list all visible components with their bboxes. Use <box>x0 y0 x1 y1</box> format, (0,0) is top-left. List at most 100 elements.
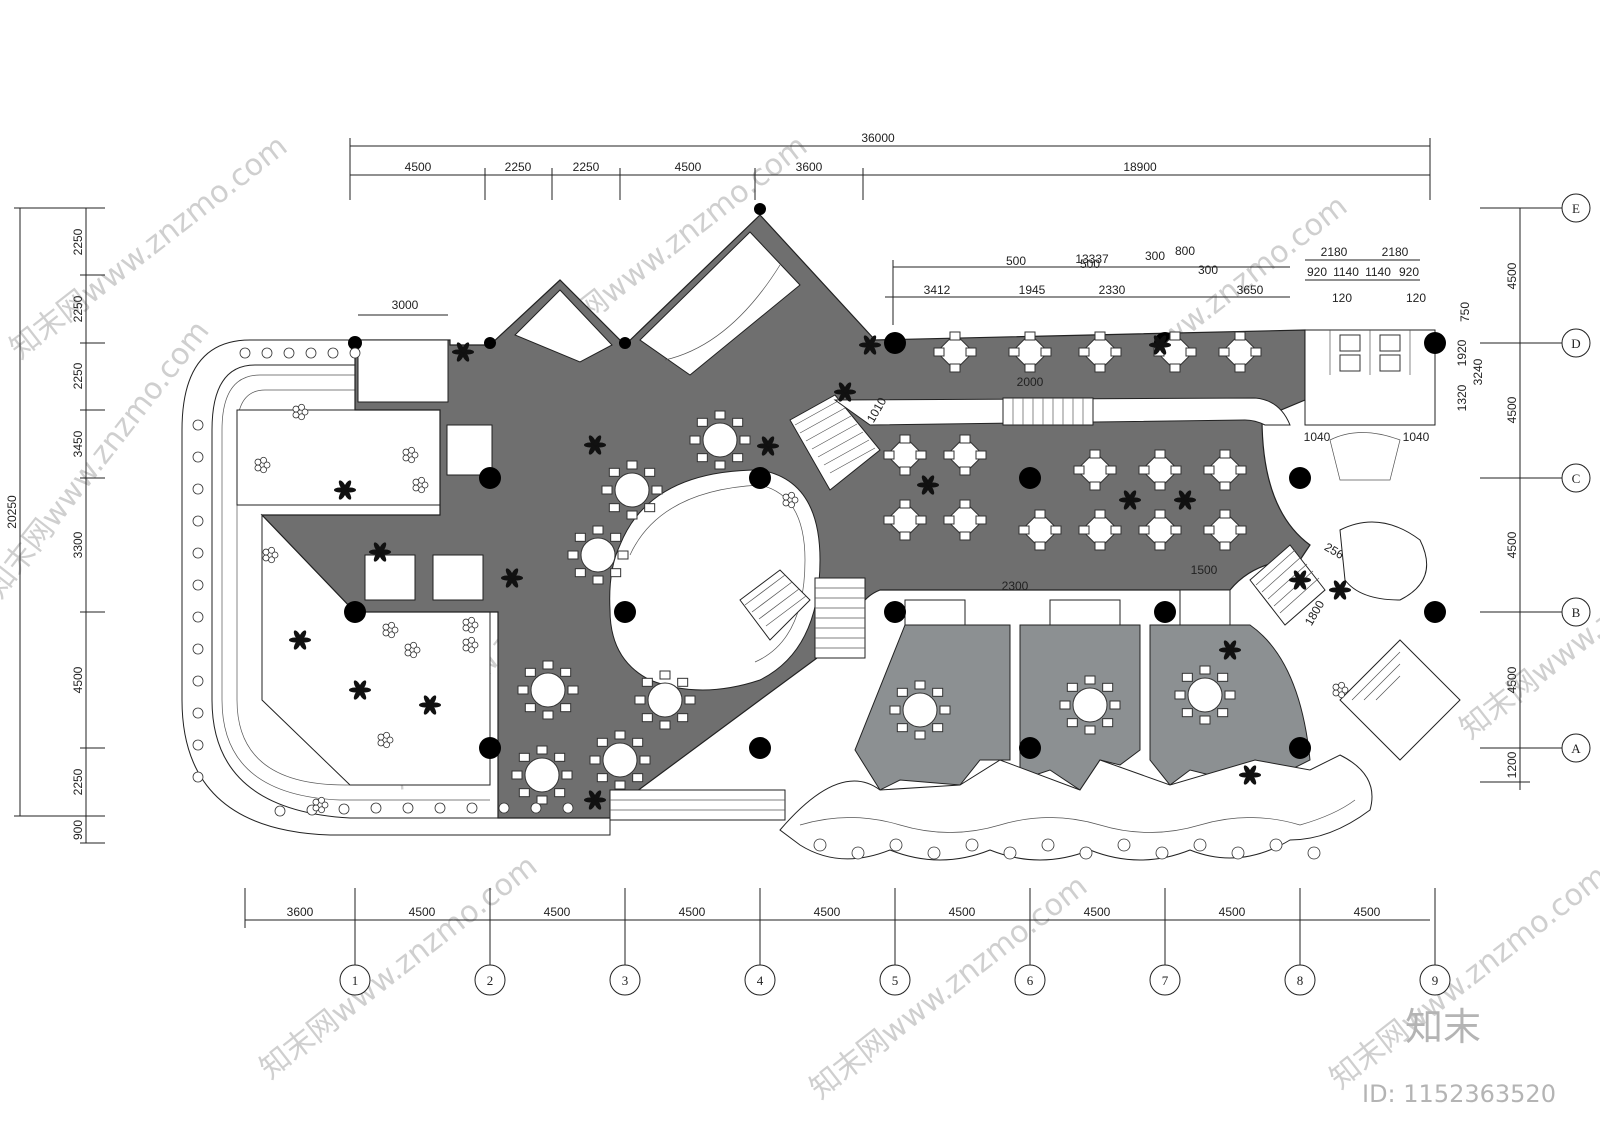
flower-plant <box>782 491 799 509</box>
dim-left: 900 <box>71 820 85 840</box>
dim-bottom: 4500 <box>1219 905 1246 919</box>
shrub <box>434 802 446 814</box>
shrub <box>239 347 251 359</box>
flower-plant <box>312 796 329 814</box>
dim-left: 3300 <box>71 531 85 558</box>
shrub <box>192 707 204 719</box>
palm-plant <box>834 382 856 402</box>
dim-bottom: 3600 <box>287 905 314 919</box>
square-dining-table <box>1203 449 1247 491</box>
dim-right: 4500 <box>1505 396 1519 423</box>
dim-left-overall: 20250 <box>5 495 19 529</box>
shrub <box>349 347 361 359</box>
dim-bottom: 4500 <box>1354 905 1381 919</box>
round-dining-table <box>634 670 696 730</box>
shrub <box>851 846 865 860</box>
staircase <box>789 394 881 491</box>
palm-plant <box>419 695 441 715</box>
shrub <box>562 802 574 814</box>
shrub <box>192 483 204 495</box>
palm-plant <box>584 790 606 810</box>
shrub <box>813 838 827 852</box>
dim-toilet: 920 <box>1307 265 1327 279</box>
right-dimension-lines: 4500 4500 4500 4500 1200 E D C B A <box>1480 193 1591 790</box>
flower-plant <box>462 616 479 634</box>
shrub <box>530 802 542 814</box>
shrub <box>1193 838 1207 852</box>
dim-toilet: 750 <box>1458 302 1472 322</box>
square-dining-table <box>1018 509 1062 551</box>
shrub <box>1231 846 1245 860</box>
shrub <box>1117 838 1131 852</box>
dim-bottom: 4500 <box>949 905 976 919</box>
shrub <box>1079 846 1093 860</box>
column-axis-label: 1 <box>352 973 359 988</box>
watermark-text: 知末网www.znzmo.com <box>253 848 544 1086</box>
square-dining-table <box>883 434 927 476</box>
dim-toilet: 3240 <box>1471 358 1485 385</box>
palm-plant <box>1174 490 1196 510</box>
dim-sub: 3412 <box>924 283 951 297</box>
dim-toilet: 2180 <box>1382 245 1409 259</box>
dim-top: 2250 <box>505 160 532 174</box>
dim-top: 18900 <box>1123 160 1157 174</box>
flower-plant <box>377 731 394 749</box>
palm-plant <box>1119 490 1141 510</box>
palm-plant <box>1329 580 1351 600</box>
palm-plant <box>501 568 523 588</box>
left-garden-terrace <box>181 339 611 836</box>
flower-plant <box>412 476 429 494</box>
dim-sub: 2330 <box>1099 283 1126 297</box>
top-room <box>514 289 613 363</box>
dim-right: 1200 <box>1505 751 1519 778</box>
image-id-label: ID: 1152363520 <box>1362 1080 1556 1108</box>
column-axis-label: 6 <box>1027 973 1034 988</box>
shrub <box>1003 846 1017 860</box>
dim-toilet: 1040 <box>1304 430 1331 444</box>
watermark-text: 知末网www.znzmo.com <box>1323 858 1600 1096</box>
dim-top: 4500 <box>405 160 432 174</box>
dim-toilet: 920 <box>1399 265 1419 279</box>
shrub <box>192 611 204 623</box>
dim-left: 2250 <box>71 768 85 795</box>
dim-inner: 2000 <box>1017 375 1044 389</box>
row-axis-label: D <box>1571 336 1580 351</box>
dim-inner: 2300 <box>1002 579 1029 593</box>
dim-top: 3600 <box>796 160 823 174</box>
dim-sub-total: 13337 <box>1075 252 1109 266</box>
square-dining-table <box>1078 331 1122 373</box>
round-dining-table <box>567 525 629 585</box>
row-axis-label: B <box>1572 605 1581 620</box>
palm-plant <box>1239 765 1261 785</box>
palm-plant <box>452 342 474 362</box>
row-axis-label: A <box>1571 741 1581 756</box>
south-garden <box>609 521 1461 861</box>
square-dining-table <box>1138 509 1182 551</box>
dim-toilet: 1140 <box>1333 265 1359 279</box>
palm-plant <box>369 542 391 562</box>
square-dining-table <box>1218 331 1262 373</box>
dim-left: 3450 <box>71 430 85 457</box>
column-axis-label: 5 <box>892 973 899 988</box>
dim-bottom: 4500 <box>1084 905 1111 919</box>
palm-plant <box>1219 640 1241 660</box>
square-dining-table <box>1203 509 1247 551</box>
square-dining-table <box>943 434 987 476</box>
shrub <box>283 347 295 359</box>
round-dining-table <box>511 745 573 805</box>
palm-plant <box>859 335 881 355</box>
square-tables <box>883 331 1262 551</box>
staircase <box>814 577 866 659</box>
dim-left: 2250 <box>71 362 85 389</box>
square-dining-table <box>1008 331 1052 373</box>
dim-sub: 1945 <box>1019 283 1046 297</box>
round-dining-table <box>1174 665 1236 725</box>
column-axis-label: 4 <box>757 973 764 988</box>
square-dining-table <box>933 331 977 373</box>
dim-right: 4500 <box>1505 531 1519 558</box>
main-hall-floor <box>260 214 1326 819</box>
round-dining-table <box>589 730 651 790</box>
round-dining-table <box>601 460 663 520</box>
shrub <box>370 802 382 814</box>
shrub <box>498 802 510 814</box>
